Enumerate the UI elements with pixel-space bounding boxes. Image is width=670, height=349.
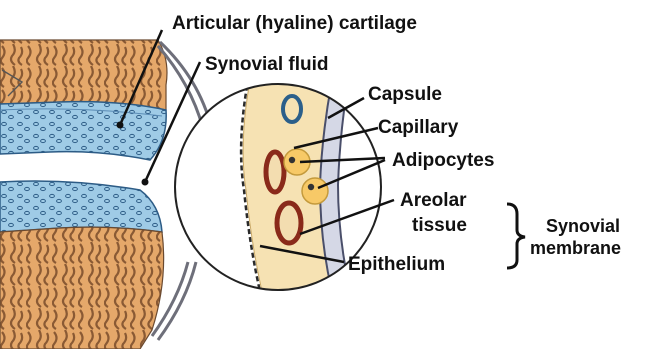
lower-bone — [0, 227, 164, 349]
synovial-membrane-brace — [507, 204, 525, 268]
label-synovial: Synovial — [546, 216, 620, 236]
label-capillary: Capillary — [378, 117, 459, 138]
label-membrane: membrane — [530, 238, 621, 258]
upper-cartilage — [0, 102, 166, 160]
label-epithelium: Epithelium — [348, 254, 445, 275]
label-capsule: Capsule — [368, 84, 442, 105]
label-adipocytes: Adipocytes — [392, 150, 494, 171]
label-articular-cartilage: Articular (hyaline) cartilage — [172, 13, 417, 34]
label-areolar: Areolar — [400, 190, 467, 211]
lower-cartilage — [0, 181, 162, 232]
label-synovial-fluid: Synovial fluid — [205, 54, 329, 75]
label-tissue: tissue — [412, 215, 467, 236]
